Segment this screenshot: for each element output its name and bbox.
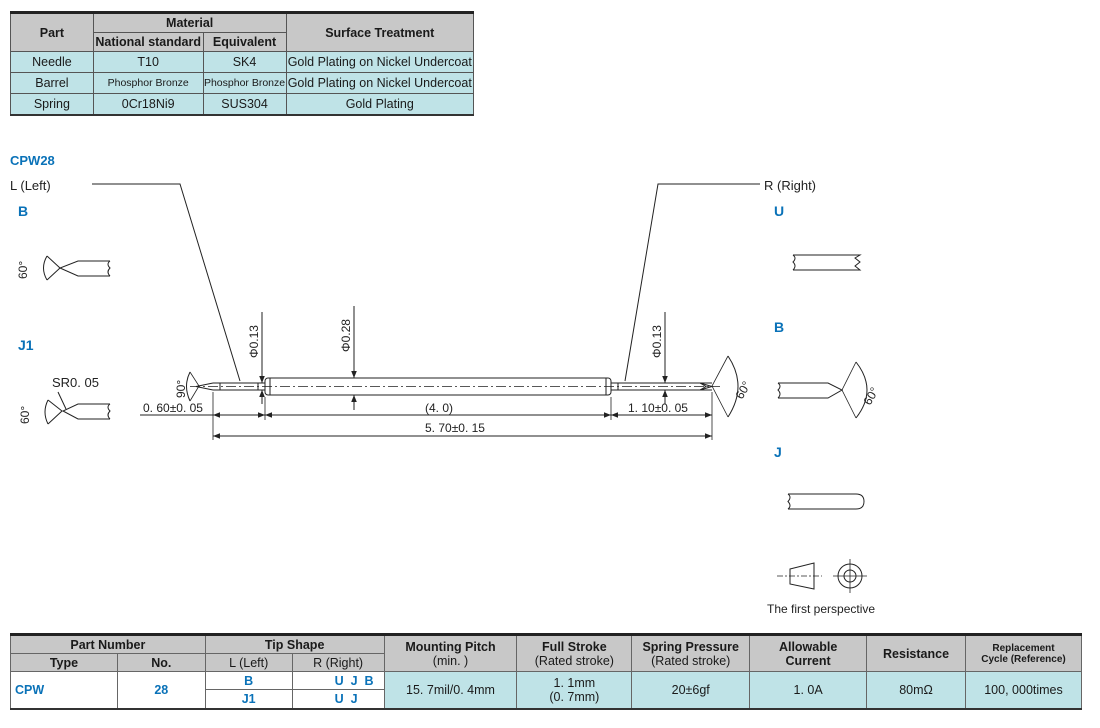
surface-cell: Gold Plating on Nickel Undercoat	[285, 72, 474, 94]
right-dia-text: Φ0.13	[650, 325, 664, 358]
left-tip-j1-shape	[44, 391, 111, 425]
equivalent-cell: SUS304	[202, 93, 287, 116]
left-dia-text: Φ0.13	[247, 325, 261, 358]
technical-drawing: CPW28 L (Left) R (Right) B 60° J1 SR0. 0…	[10, 153, 882, 616]
header-full-stroke: Full Stroke(Rated stroke)	[516, 633, 633, 672]
left-tip-cell: B	[204, 670, 293, 691]
header-part-number: Part Number	[10, 633, 206, 654]
right-angle-text: 60°	[732, 379, 753, 402]
part-cell: Barrel	[10, 72, 94, 94]
right-tip-u-shape	[792, 254, 862, 271]
total-len-text: 5. 70±0. 15	[425, 421, 485, 435]
no-cell: 28	[116, 671, 206, 710]
right-tip-cell: U J	[291, 689, 385, 711]
left-tip-j1-label: J1	[18, 337, 34, 353]
header-type: Type	[10, 653, 118, 672]
header-material: Material	[92, 11, 287, 33]
stroke-cell: 1. 1mm(0. 7mm)	[516, 671, 633, 710]
barrel-dia-text: Φ0.28	[339, 319, 353, 352]
header-national-standard: National standard	[92, 32, 204, 52]
header-part: Part	[10, 11, 94, 52]
right-tip-j-label: J	[774, 444, 782, 460]
surface-cell: Gold Plating on Nickel Undercoat	[285, 51, 474, 73]
header-equivalent: Equivalent	[202, 32, 287, 52]
right-label: R (Right)	[764, 178, 816, 193]
header-surface-treatment: Surface Treatment	[285, 11, 474, 52]
model-label: CPW28	[10, 153, 55, 168]
part-cell: Needle	[10, 51, 94, 73]
resistance-cell: 80mΩ	[866, 671, 966, 710]
right-len-text: 1. 10±0. 05	[628, 401, 688, 415]
right-tip-u-label: U	[774, 203, 784, 219]
header-right: R (Right)	[291, 653, 385, 672]
left-tip-b-angle: 60°	[16, 261, 30, 279]
left-angle-text: 90°	[174, 380, 188, 398]
spec-table: Part Number Tip Shape Mounting Pitch(min…	[10, 633, 1082, 711]
current-cell: 1. 0A	[749, 671, 868, 710]
left-tip-b-shape	[43, 255, 111, 281]
part-cell: Spring	[10, 93, 94, 116]
left-tip-j1-angle: 60°	[18, 406, 32, 424]
left-len-text: 0. 60±0. 05	[143, 401, 203, 415]
cycle-cell: 100, 000times	[965, 671, 1082, 710]
pitch-cell: 15. 7mil/0. 4mm	[383, 671, 518, 710]
type-cell: CPW	[10, 671, 118, 710]
first-angle-projection-icon	[777, 559, 867, 593]
table-row: Needle T10 SK4 Gold Plating on Nickel Un…	[10, 51, 474, 73]
pressure-cell: 20±6gf	[631, 671, 751, 710]
right-tip-b-shape	[777, 361, 868, 419]
probe-body	[190, 377, 720, 396]
projection-caption: The first perspective	[767, 602, 875, 616]
right-leader-line	[624, 183, 760, 382]
left-angle-arc	[186, 371, 191, 402]
barrel-len-text: (4. 0)	[425, 401, 453, 415]
header-resistance: Resistance	[866, 633, 966, 672]
national-cell: 0Cr18Ni9	[92, 93, 204, 116]
header-no: No.	[116, 653, 206, 672]
right-tip-b-label: B	[774, 319, 784, 335]
table-row: Barrel Phosphor Bronze Phosphor Bronze G…	[10, 72, 474, 94]
left-leader-line	[92, 183, 241, 382]
header-left: L (Left)	[204, 653, 293, 672]
national-cell: Phosphor Bronze	[92, 72, 204, 94]
surface-cell: Gold Plating	[285, 93, 474, 116]
header-mounting-pitch: Mounting Pitch(min. )	[383, 633, 518, 672]
right-tip-j-shape	[787, 493, 865, 510]
table-row: Spring 0Cr18Ni9 SUS304 Gold Plating	[10, 93, 474, 116]
right-tip-b-angle: 60°	[860, 385, 881, 408]
left-tip-j1-radius: SR0. 05	[52, 375, 99, 390]
header-spring-pressure: Spring Pressure(Rated stroke)	[631, 633, 751, 672]
left-tip-cell: J1	[204, 689, 293, 711]
equivalent-cell: Phosphor Bronze	[202, 72, 287, 94]
left-tip-b-label: B	[18, 203, 28, 219]
right-tip-cell: U J B	[291, 670, 385, 691]
header-tip-shape: Tip Shape	[204, 633, 385, 654]
material-table: Part Material Surface Treatment National…	[10, 11, 474, 116]
left-label: L (Left)	[10, 178, 51, 193]
right-angle-arc	[727, 355, 739, 418]
